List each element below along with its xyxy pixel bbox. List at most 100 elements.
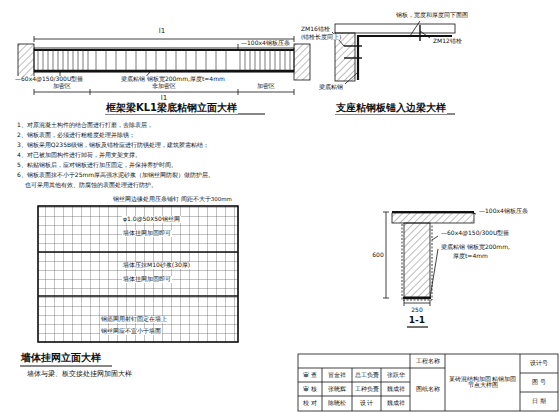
leader — [470, 212, 476, 214]
mesh-note: 钢筋网用射钉固定在墙上 — [100, 316, 168, 323]
u-stirrup — [88, 49, 89, 71]
anchor-bolt — [419, 25, 420, 41]
mesh-note: 钢丝网应不宜小于墙面 — [100, 328, 162, 335]
dim-line — [386, 212, 387, 298]
wire-mesh — [38, 206, 238, 342]
anchor-bolt — [344, 45, 362, 46]
stirrup-note: —60x4@150/300U型箍 — [14, 76, 84, 83]
title-underline — [335, 113, 455, 114]
beam-outline — [34, 48, 294, 72]
drawing-stroke — [294, 36, 295, 42]
u-stirrup — [156, 49, 157, 71]
zone-label: 非加密区 — [151, 83, 177, 90]
mesh-note: φ1.0@50X50钢丝网 — [122, 216, 181, 223]
u-stirrup — [270, 49, 271, 71]
u-stirrup — [43, 49, 44, 71]
u-stirrup — [255, 49, 256, 71]
drawing-stroke — [430, 300, 431, 306]
dimension: 600 — [371, 252, 384, 259]
dim-line — [404, 303, 430, 304]
title-block-cell: 魏成祥 — [386, 400, 406, 406]
u-stirrup — [245, 49, 246, 71]
u-stirrup — [58, 49, 59, 71]
drawing-stroke — [34, 36, 35, 42]
drawing-stroke — [18, 21, 558, 411]
drawing-title: 框架梁KL1梁底粘钢立面大样 — [105, 102, 238, 114]
leader — [238, 44, 239, 49]
drawing-stroke — [410, 368, 445, 369]
drawing-stroke — [352, 368, 353, 411]
drawing-subtitle: 墙体与梁、板交接处挂网加固大样 — [26, 371, 133, 378]
plate-strip-note: —100x4钢板压条 — [478, 208, 529, 215]
u-stirrup — [176, 49, 177, 71]
title-block-cell: 总工负责 — [354, 372, 380, 378]
mesh-note: 钢丝网边缘处用压条铺钉 间距不大于300mm — [112, 196, 233, 202]
u-stirrup — [136, 49, 137, 71]
drawing-stroke — [238, 89, 239, 95]
u-stirrup — [275, 49, 276, 71]
title-block-cell: 魏成祥 — [386, 386, 406, 392]
title-block-cell: 冒金祥 — [327, 372, 347, 378]
anchor-bolt — [344, 57, 362, 58]
title-block-cell: 审 核 — [302, 386, 318, 392]
mesh-note: 墙体压抹M10砂浆(30厚) — [122, 262, 191, 269]
drawing-stroke — [520, 373, 558, 374]
drawing-stroke — [404, 300, 405, 306]
drawing-stroke — [294, 89, 295, 95]
u-stirrup — [78, 49, 79, 71]
zone-label: 加密区 — [52, 83, 72, 90]
drawing-title: 墙体挂网立面大样 — [20, 352, 102, 364]
u-stirrup — [186, 49, 187, 71]
note: 5、粘贴钢板后，应对钢板进行加压固定，并保持养护时间。 — [16, 162, 178, 169]
flange — [392, 213, 474, 223]
bottom-plate — [403, 297, 431, 299]
drawing-stroke — [383, 298, 389, 299]
u-stirrup — [216, 49, 217, 71]
u-stirrup — [116, 49, 117, 71]
dimension: l1 — [160, 94, 168, 102]
u-stirrup — [53, 49, 54, 71]
top-strip — [392, 211, 474, 213]
press-strip — [38, 295, 238, 297]
u-stirrup — [73, 49, 74, 71]
bolt-label: ZM16锚栓 — [300, 26, 331, 33]
note: 2、钢板表面，必须进行粗糙度处理并除锈； — [16, 132, 136, 139]
drawing-stroke — [34, 89, 35, 95]
title-block-cell: 图纸名称 — [415, 386, 441, 392]
u-stirrup — [290, 49, 291, 71]
title-block-cell: 张跃华 — [386, 372, 406, 378]
mesh-edge — [38, 206, 238, 342]
title-block — [298, 354, 558, 411]
title-underline — [20, 365, 112, 366]
u-stirrup — [196, 49, 197, 71]
column-right — [294, 44, 310, 80]
u-stirrup — [260, 49, 261, 71]
slab — [335, 24, 455, 33]
drawing-stroke — [298, 382, 410, 383]
u-stirrup — [166, 49, 167, 71]
column-left — [18, 44, 34, 80]
leader — [410, 21, 420, 36]
drawing-stroke — [381, 368, 382, 411]
zone-label: 加密区 — [256, 83, 276, 90]
drawing-stroke — [298, 368, 410, 369]
mesh-note: 墙体挂网加固即可 — [122, 276, 172, 283]
stirrup-note: —60x4@150/300U型箍 — [440, 230, 510, 237]
plate-note: 钢板，宽度和厚度同下面图 — [395, 12, 469, 19]
title-block-cell: 工种负责 — [354, 386, 380, 392]
u-stirrup — [38, 49, 39, 71]
u-stirrup — [126, 49, 127, 71]
u-stirrups — [38, 49, 290, 71]
title-block-cell: 日 期 — [531, 398, 547, 404]
drawing-stroke — [445, 354, 446, 411]
u-stirrup — [240, 49, 241, 71]
u-stirrup — [280, 49, 281, 71]
u-stirrup — [96, 49, 97, 71]
leader — [430, 249, 438, 298]
u-stirrup — [250, 49, 251, 71]
dim-line — [34, 92, 294, 93]
note: 4、对已被加固构件进行卸荷，并用支架支撑。 — [16, 152, 142, 159]
plate-note: 梁底粘钢 — [318, 84, 344, 91]
title-block-cell: 校 对 — [302, 400, 318, 406]
mesh-note: 墙体挂网加固即可 — [122, 230, 172, 237]
